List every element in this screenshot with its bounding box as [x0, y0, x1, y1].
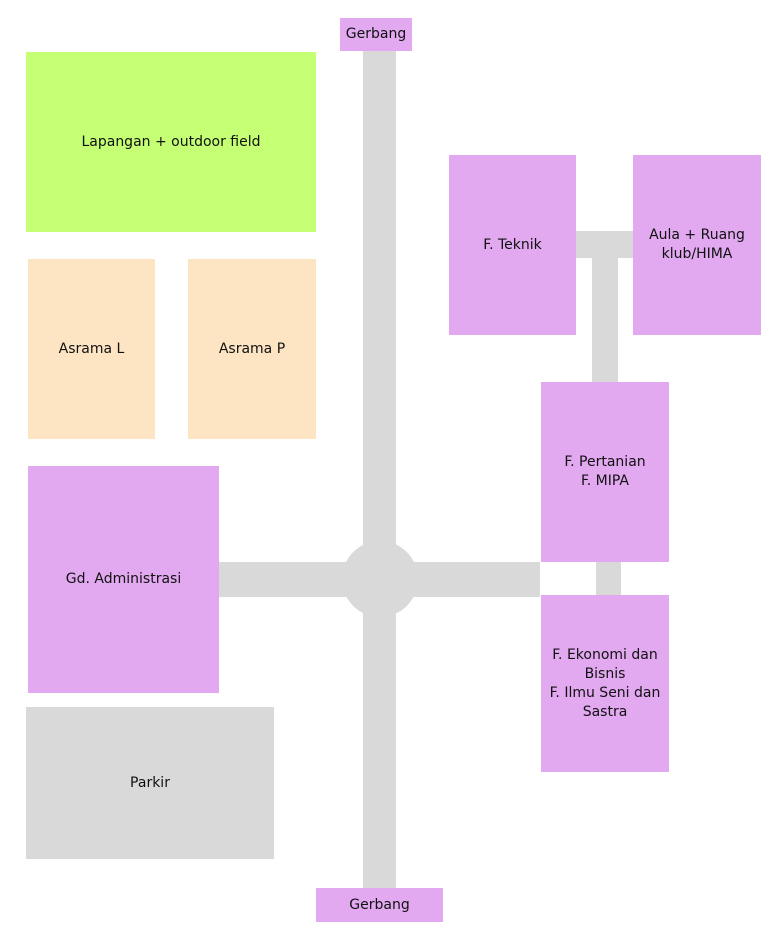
block-hall: Aula + Ruang klub/HIMA [633, 155, 761, 335]
gate-south-label: Gerbang [349, 896, 410, 913]
gate-north-label: Gerbang [345, 26, 407, 42]
roundabout [342, 541, 418, 617]
gate-south: Gerbang [316, 888, 443, 922]
block-hall-label: Aula + Ruang klub/HIMA [649, 227, 745, 262]
road-east-branch [400, 562, 540, 597]
block-dorm-male-label: Asrama L [58, 340, 125, 357]
road-connector-short [596, 562, 621, 596]
block-econ-arts-label: F. Ekonomi dan Bisnis F. Ilmu Seni dan S… [549, 646, 661, 720]
block-field: Lapangan + outdoor field [26, 52, 316, 232]
block-dorm-male: Asrama L [28, 259, 155, 439]
block-dorm-female: Asrama P [188, 259, 316, 439]
block-parking: Parkir [26, 707, 274, 859]
block-engineering: F. Teknik [449, 155, 576, 335]
block-administration: Gd. Administrasi [28, 466, 219, 693]
gate-north: Gerbang [340, 18, 412, 51]
block-dorm-female-label: Asrama P [218, 340, 286, 357]
block-parking-label: Parkir [130, 774, 170, 791]
block-field-label: Lapangan + outdoor field [81, 133, 261, 150]
block-econ-arts: F. Ekonomi dan Bisnis F. Ilmu Seni dan S… [541, 595, 669, 772]
block-engineering-label: F. Teknik [483, 236, 542, 253]
road-connector-vertical [592, 231, 618, 382]
block-agri-science: F. Pertanian F. MIPA [541, 382, 669, 562]
block-agri-science-label: F. Pertanian F. MIPA [564, 454, 646, 489]
road-main-vertical [363, 50, 396, 890]
block-administration-label: Gd. Administrasi [65, 571, 182, 587]
road-west-branch [219, 562, 359, 597]
